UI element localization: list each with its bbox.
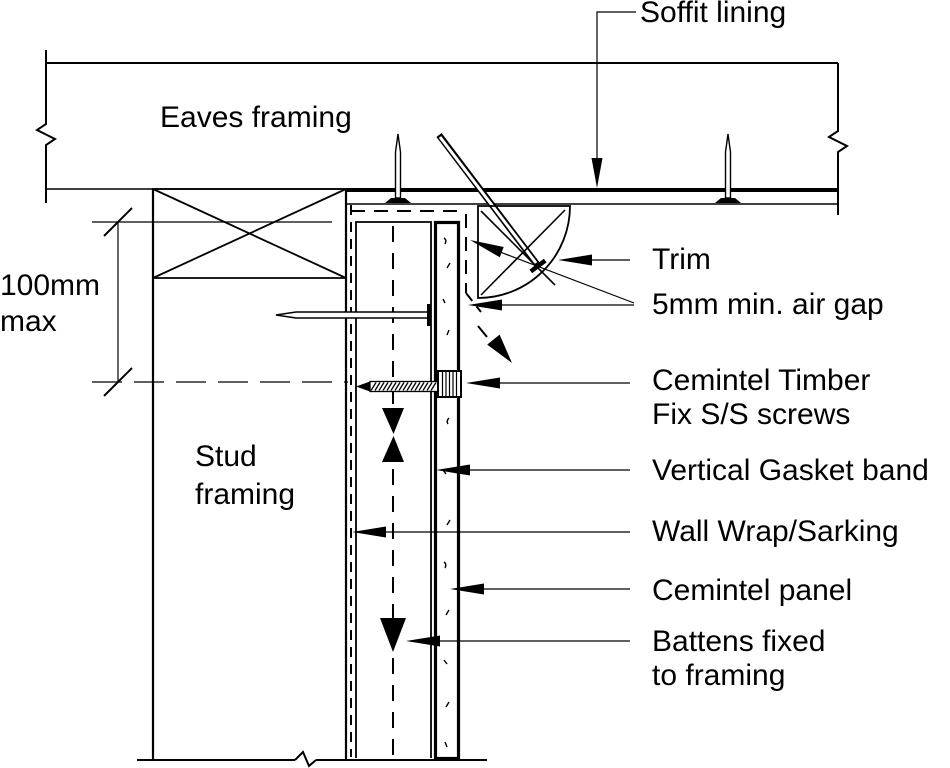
dimension-tick-top: [103, 207, 133, 237]
cavity-down-arrow: [380, 618, 406, 652]
trim-cross-lines: [480, 209, 566, 296]
eaves-right-edge-with-break: [827, 63, 849, 215]
dimension-label: 100mm max: [0, 268, 100, 340]
soffit-leader-line: [596, 11, 636, 182]
trim-screw-shaft-inner: [438, 136, 538, 264]
soffit-nail-left-head: [385, 198, 411, 203]
airgap-exit-arrow: [487, 334, 512, 363]
nogging-cross: [152, 188, 347, 279]
batten-nail-head: [427, 304, 431, 326]
screws-label-line1: Cemintel Timber: [652, 364, 871, 397]
cavity-hourglass-symbol: [382, 408, 404, 462]
stud-framing-line1: Stud: [195, 440, 257, 473]
trim-leader-arrowhead: [558, 254, 592, 266]
eaves-framing-label: Eaves framing: [160, 101, 352, 134]
battens-label-line1: Battens fixed: [652, 625, 826, 658]
stud-framing-line2: framing: [195, 478, 296, 511]
eaves-left-edge-with-break: [35, 50, 57, 203]
soffit-lining-label: Soffit lining: [640, 0, 787, 29]
trim-label: Trim: [652, 243, 711, 276]
soffit-leader-arrowhead: [591, 158, 603, 188]
soffit-nail-right-head: [715, 198, 741, 203]
airgap-exit-arrow-tail: [477, 325, 488, 338]
airgap-leader-arrowhead-b: [470, 240, 504, 258]
batten-nail: [275, 311, 430, 319]
screws-label-line2: Fix S/S screws: [652, 398, 851, 431]
timberfix-screw-tip: [356, 381, 370, 392]
gasket-leader-arrowhead: [436, 464, 470, 476]
screws-leader-arrowhead: [466, 377, 500, 389]
dimension-value: 100mm: [0, 269, 101, 302]
airgap-leader-line-b: [499, 251, 635, 304]
panel-label: Cemintel panel: [652, 574, 853, 607]
timberfix-screw-head-ribs: [441, 372, 458, 396]
soffit-nail-left: [394, 133, 402, 199]
stud-framing-label: Stud framing: [195, 438, 295, 514]
battens-leader-arrowhead: [406, 635, 440, 647]
gasket-label: Vertical Gasket band: [652, 454, 929, 487]
dimension-tick-bottom: [103, 367, 133, 397]
battens-label: Battens fixed to framing: [652, 625, 825, 693]
cemintel-panel-outline: [433, 220, 461, 761]
batten-outline: [355, 221, 432, 758]
battens-label-line2: to framing: [652, 659, 786, 692]
timberfix-screw-threads: [370, 382, 437, 391]
dimension-qualifier: max: [0, 305, 57, 338]
airgap-dashed-diagonal: [465, 292, 482, 313]
wrap-leader-arrowhead: [352, 526, 386, 538]
air-gap-label: 5mm min. air gap: [652, 288, 884, 321]
panel-leader-arrowhead: [450, 583, 484, 595]
screws-label: Cemintel Timber Fix S/S screws: [652, 364, 870, 432]
wrap-label: Wall Wrap/Sarking: [652, 515, 899, 548]
bottom-break-symbol: [294, 750, 317, 768]
airgap-leader-arrowhead-a: [468, 299, 502, 311]
trim-outline: [477, 205, 571, 299]
soffit-nail-right: [724, 133, 732, 199]
